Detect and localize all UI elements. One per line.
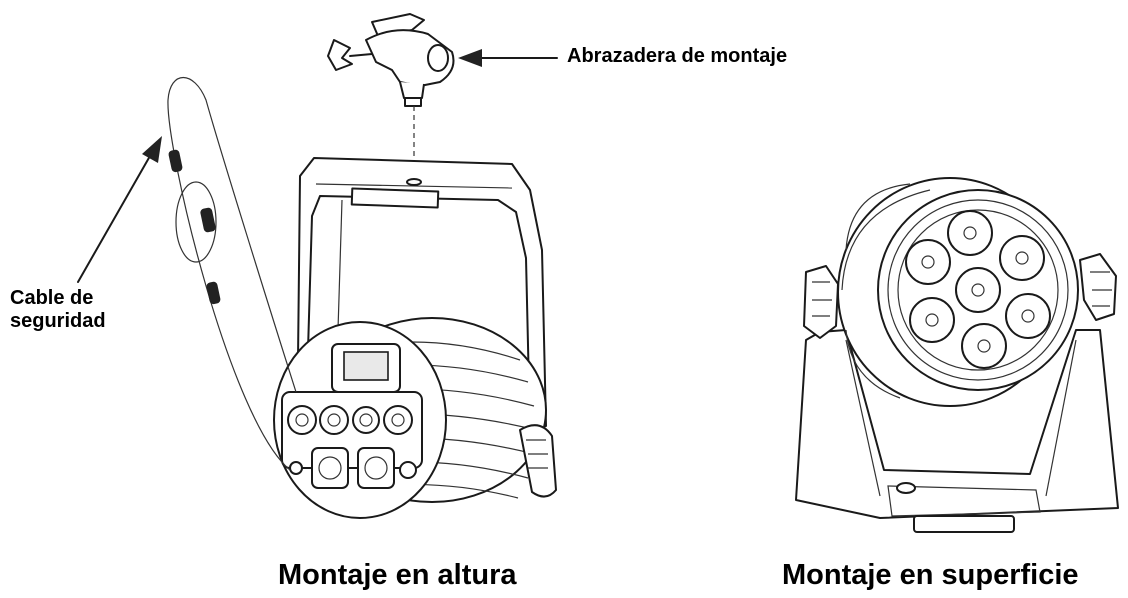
safety-cable-pointer-arrow xyxy=(77,136,162,283)
surface-fixture xyxy=(795,177,1119,533)
safety-cable-label-line2: seguridad xyxy=(10,310,106,332)
safety-cable xyxy=(167,76,297,471)
surface-mount-caption: Montaje en superficie xyxy=(782,559,1079,591)
safety-cable-label: Cable de seguridad xyxy=(10,287,106,333)
clamp-pointer-arrow xyxy=(458,49,558,67)
hanging-yoke xyxy=(297,157,547,433)
safety-cable-label-line1: Cable de xyxy=(10,287,94,309)
led-array xyxy=(905,210,1051,369)
clamp-label: Abrazadera de montaje xyxy=(567,45,788,67)
hanging-mount-caption: Montaje en altura xyxy=(278,559,517,591)
mounting-clamp xyxy=(327,13,455,172)
hanging-fixture xyxy=(273,317,557,519)
